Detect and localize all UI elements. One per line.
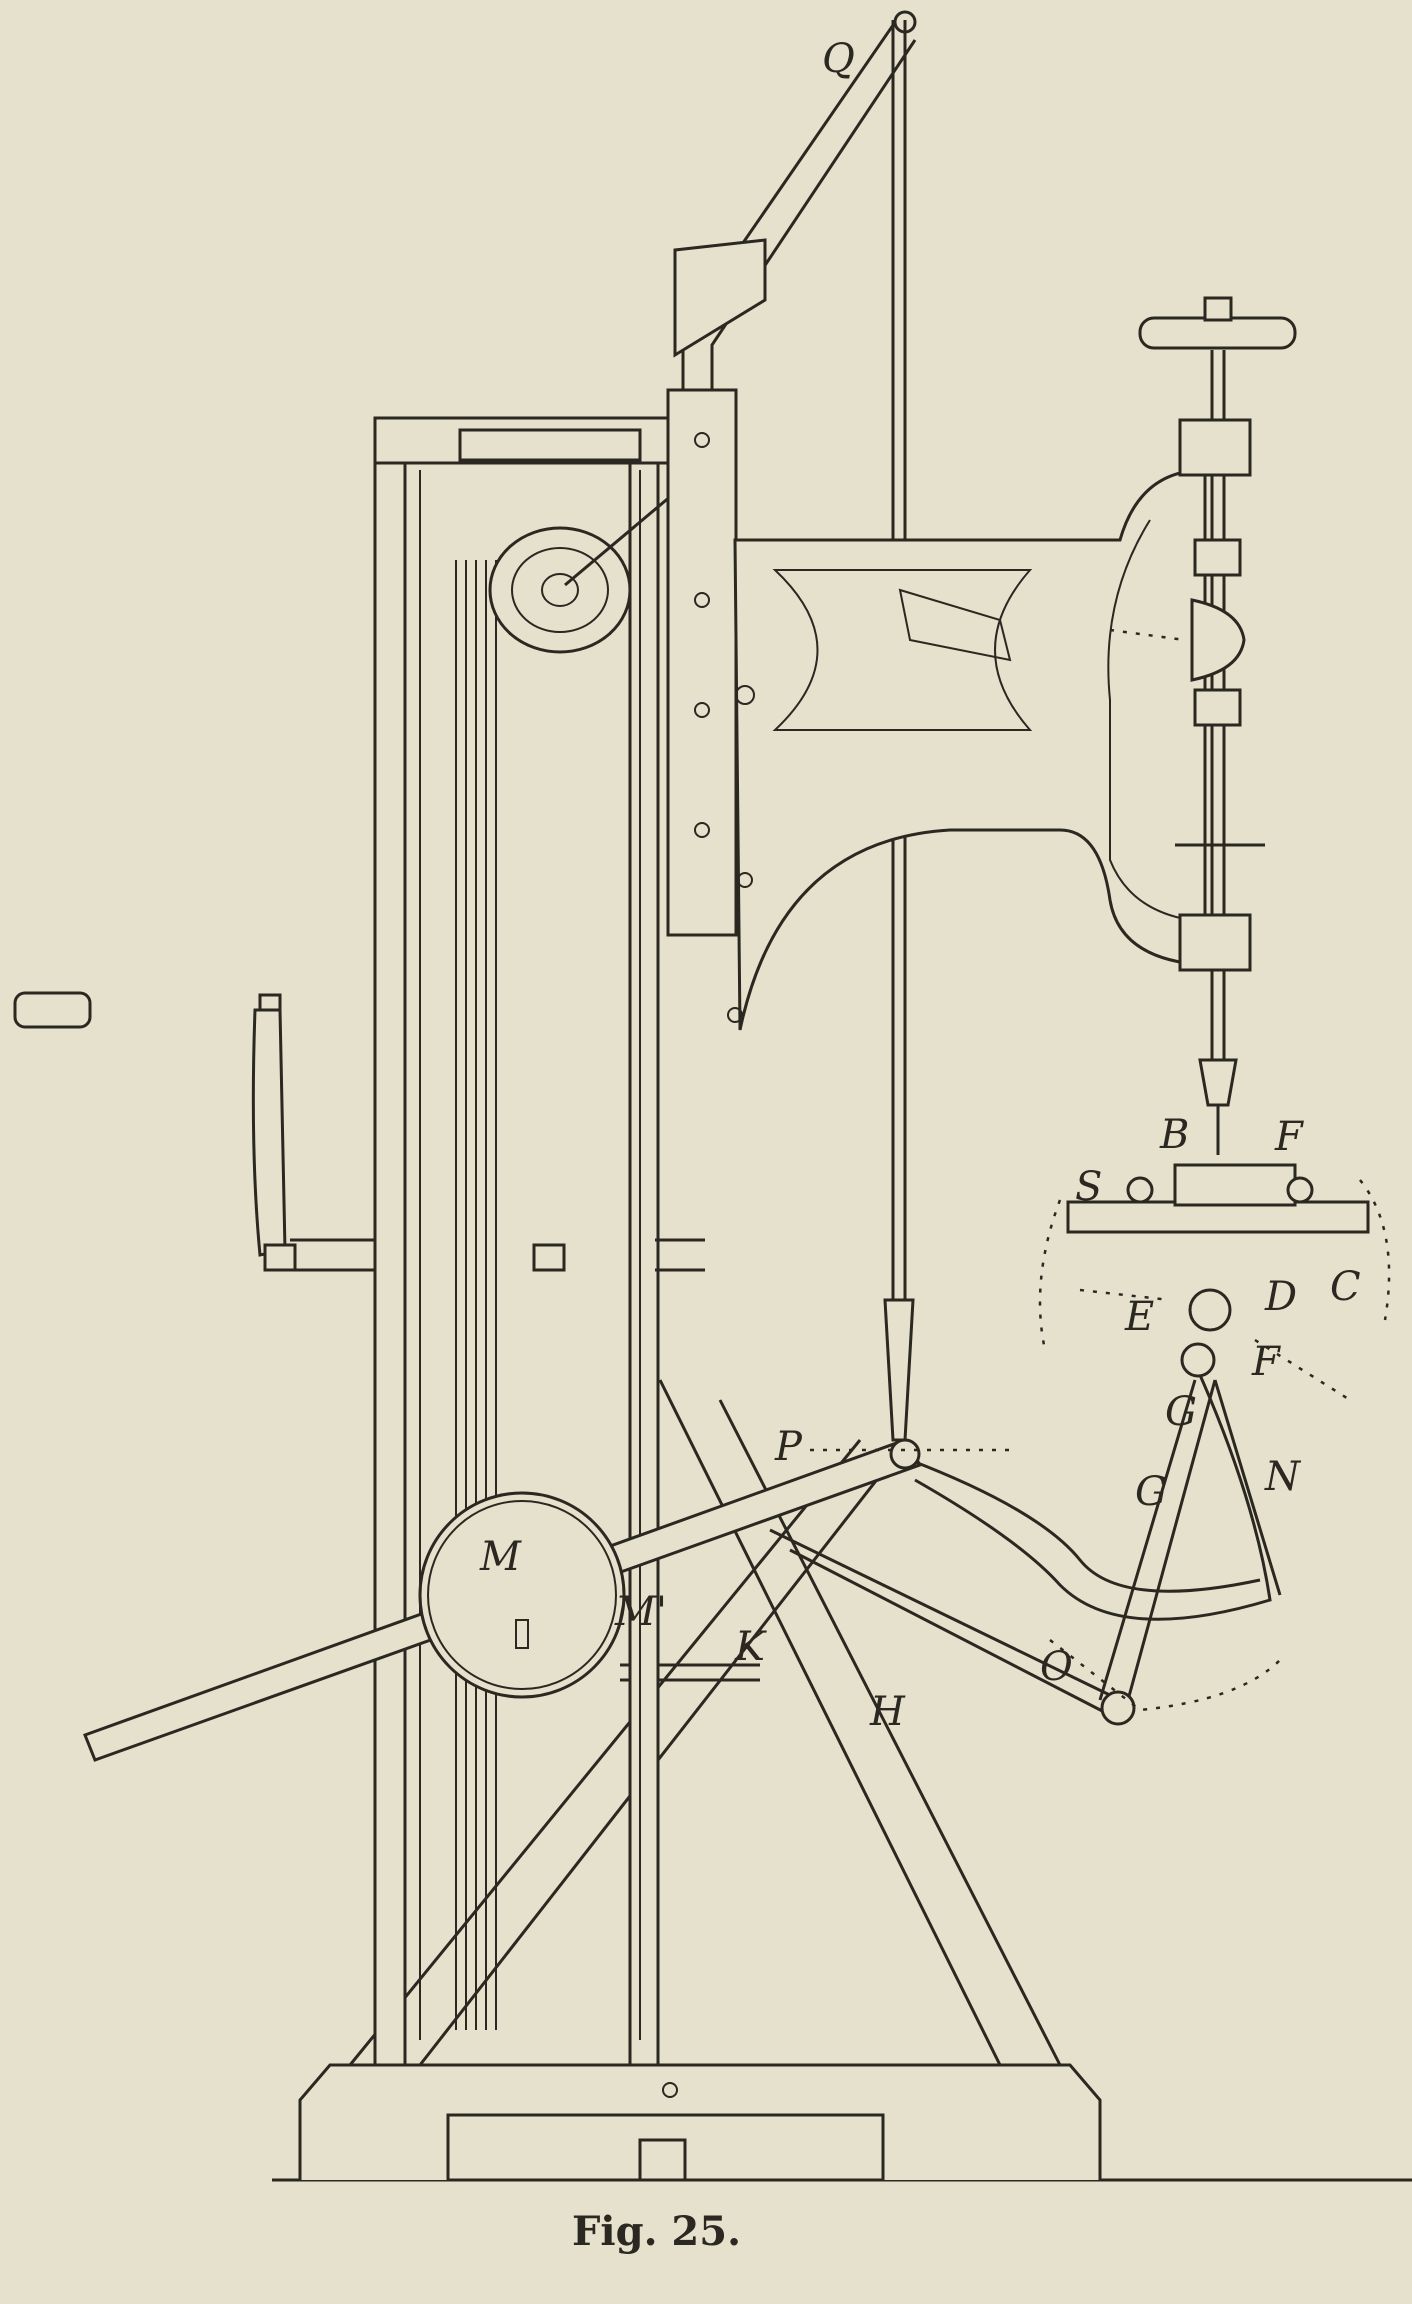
slotted-column	[666, 388, 738, 937]
treadle-lever	[769, 1374, 1282, 1726]
head-casting	[727, 468, 1207, 1031]
figure-caption: Fig. 25.	[572, 2208, 742, 2255]
top-pulley	[488, 478, 691, 654]
label-e: E	[1124, 1294, 1154, 1340]
label-d: D	[1264, 1274, 1297, 1320]
label-q: Q	[822, 36, 855, 82]
upper-arm	[673, 10, 917, 390]
drive-belts	[455, 560, 497, 2030]
label-n: N	[1264, 1454, 1302, 1500]
label-k: K	[734, 1624, 767, 1670]
label-g-upper: G	[1165, 1389, 1197, 1435]
base	[298, 2063, 1102, 2182]
label-b: B	[1159, 1112, 1189, 1158]
spindle	[1109, 296, 1297, 1155]
flywheel	[83, 1438, 923, 1762]
label-s: S	[1075, 1164, 1102, 1210]
label-c: C	[1330, 1264, 1361, 1310]
hand-crank	[13, 991, 705, 1272]
label-m-prime: M'	[614, 1589, 667, 1635]
label-f-top: F	[1274, 1114, 1304, 1160]
label-f-low: F	[1251, 1339, 1281, 1385]
label-o: O	[1040, 1644, 1073, 1690]
label-m: M	[479, 1534, 522, 1580]
label-g-lower: G	[1135, 1469, 1167, 1515]
label-h: H	[869, 1689, 906, 1735]
main-frame	[373, 416, 722, 2067]
label-p: P	[774, 1424, 803, 1470]
work-table	[1038, 1163, 1391, 1402]
